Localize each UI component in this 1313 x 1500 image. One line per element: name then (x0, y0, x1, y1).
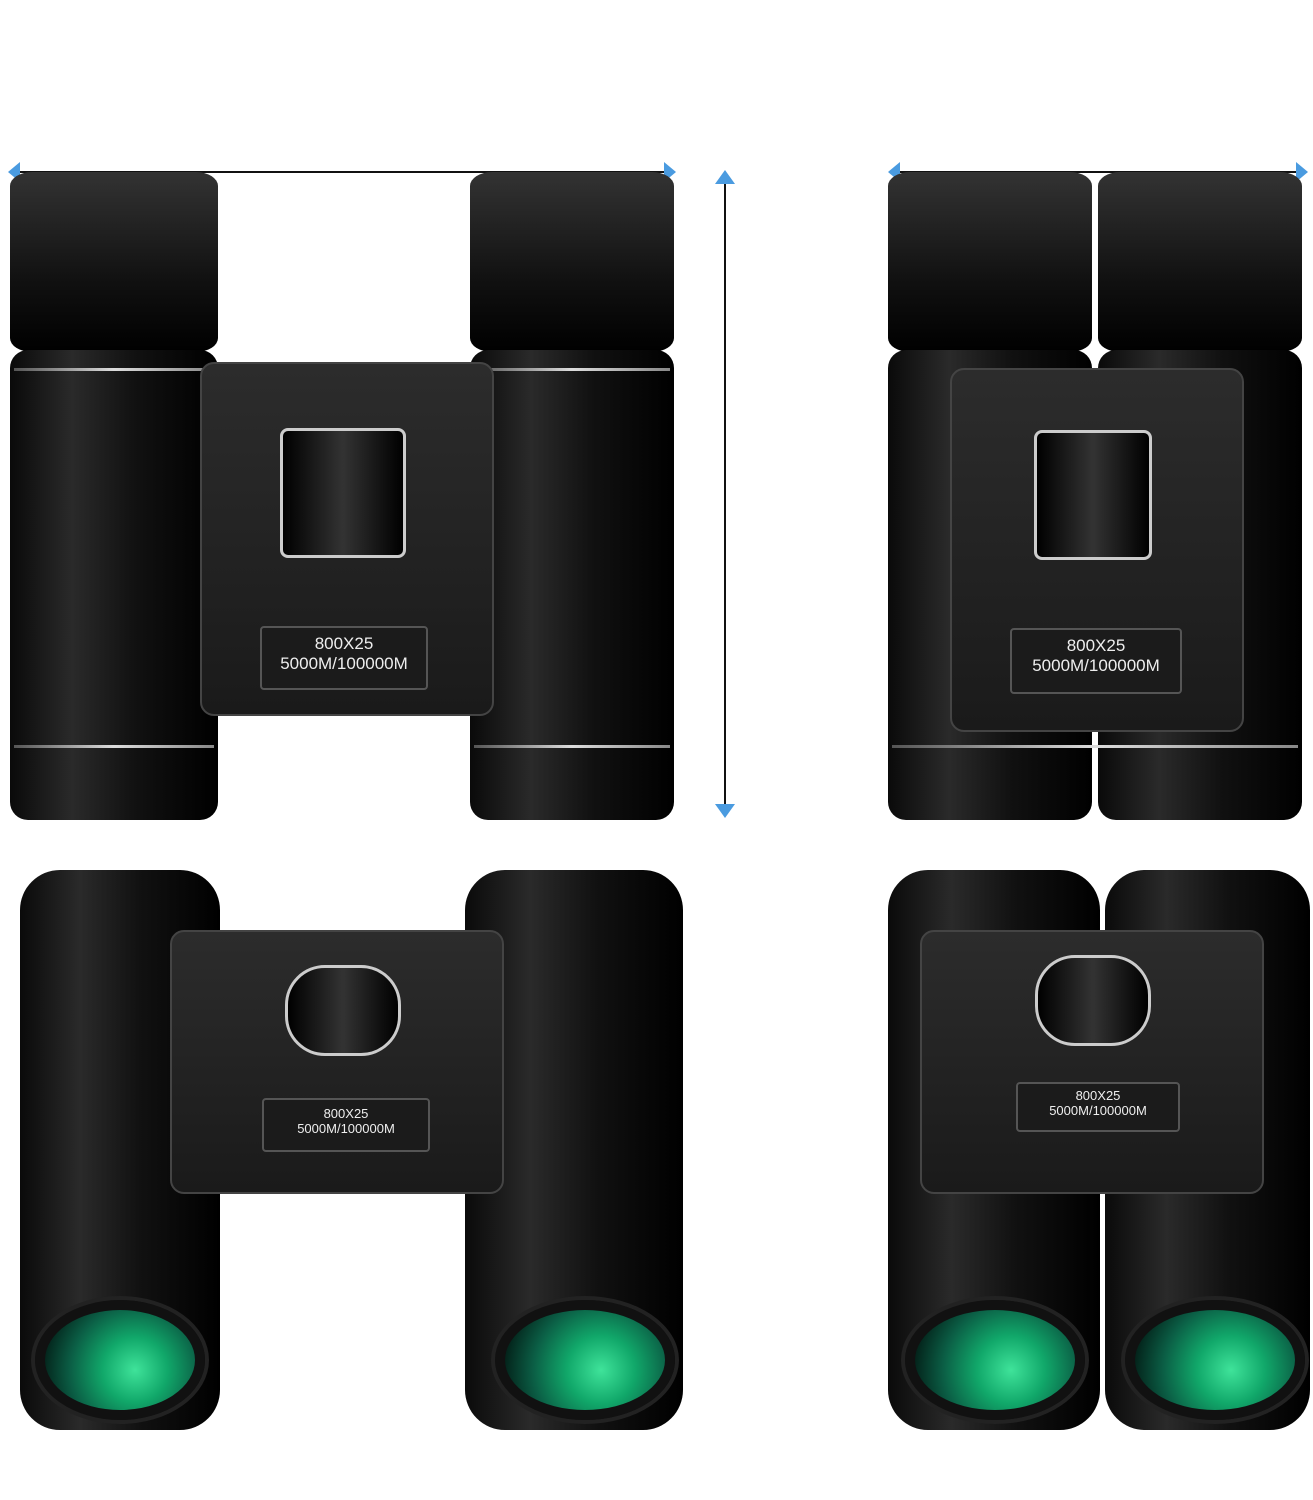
arrow-down-icon (715, 804, 735, 818)
objective-lens (35, 1300, 205, 1420)
spec-range: 5000M/100000M (1049, 1103, 1147, 1118)
objective-lens (495, 1300, 675, 1420)
spec-magnification: 800X25 (1066, 636, 1126, 655)
spec-range: 5000M/100000M (297, 1121, 395, 1136)
objective-lens (1125, 1300, 1305, 1420)
spec-label: 800X25 5000M/100000M (262, 1098, 430, 1152)
focus-knob (280, 428, 406, 558)
spec-label: 800X25 5000M/100000M (260, 626, 428, 690)
spec-range: 5000M/100000M (1032, 656, 1160, 675)
spec-label: 800X25 5000M/100000M (1016, 1082, 1180, 1132)
spec-range: 5000M/100000M (280, 654, 408, 673)
arrow-right-icon (1296, 162, 1308, 182)
spec-magnification: 800X25 (1075, 1088, 1121, 1103)
arrow-up-icon (715, 170, 735, 184)
focus-knob (1035, 955, 1151, 1046)
spec-magnification: 800X25 (323, 1106, 369, 1121)
spec-magnification: 800X25 (314, 634, 374, 653)
spec-label: 800X25 5000M/100000M (1010, 628, 1182, 694)
focus-knob (285, 965, 401, 1056)
focus-knob (1034, 430, 1152, 560)
objective-lens (905, 1300, 1085, 1420)
